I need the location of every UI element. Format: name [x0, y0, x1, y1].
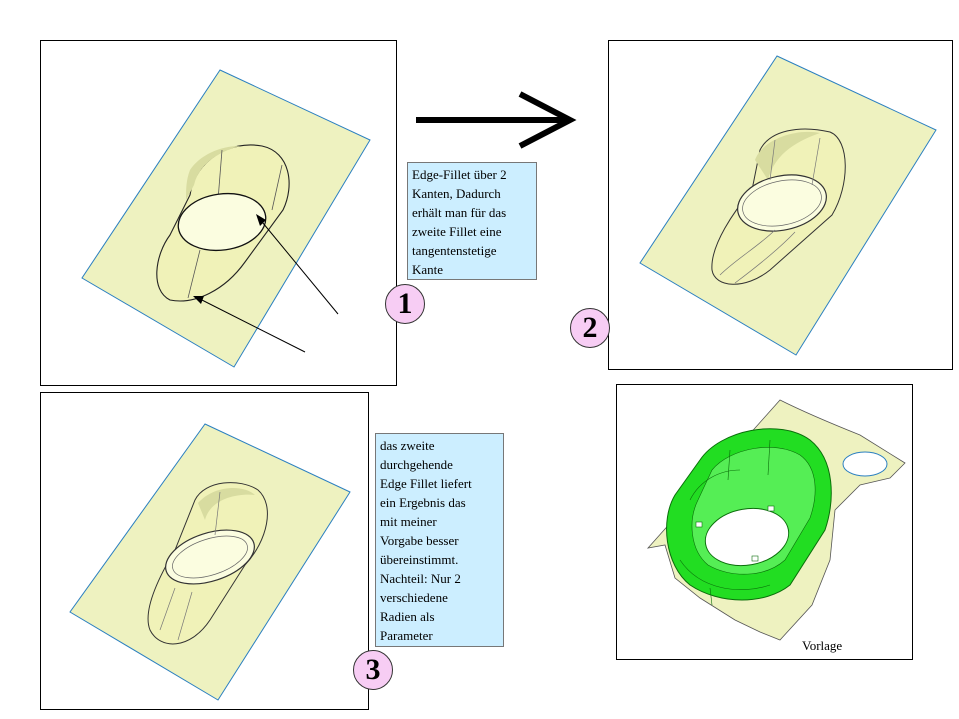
- step-badge-1: 1: [385, 284, 425, 324]
- process-arrow: [416, 91, 577, 149]
- note-line: tangentenstetige: [412, 243, 497, 258]
- pointer-arrow-top: [257, 216, 339, 315]
- step-badge-3: 3: [353, 650, 393, 690]
- step-1-model: [81, 69, 371, 368]
- note-line: Nachteil: Nur 2: [380, 571, 461, 586]
- note-line: mit meiner: [380, 514, 437, 529]
- note-line: übereinstimmt.: [380, 552, 459, 567]
- note-line: ein Ergebnis das: [380, 495, 466, 510]
- note-line: Kante: [412, 262, 444, 277]
- note-line: Edge-Fillet über 2: [412, 167, 507, 182]
- step-3-model: [69, 423, 351, 701]
- note-line: Kanten, Dadurch: [412, 186, 501, 201]
- note-second-fillet: das zweite durchgehende Edge Fillet lief…: [375, 433, 504, 647]
- note-line: Radien als: [380, 609, 435, 624]
- reference-caption: Vorlage: [802, 638, 843, 653]
- cavity-top-face: [177, 192, 267, 252]
- note-line: Edge Fillet liefert: [380, 476, 472, 491]
- note-line: erhält man für das: [412, 205, 507, 220]
- step-2-model: [639, 55, 937, 356]
- note-edge-fillet-two-edges: Edge-Fillet über 2 Kanten, Dadurch erhäl…: [407, 162, 537, 280]
- pointer-arrow-bottom: [195, 296, 306, 353]
- reference-hole: [842, 451, 888, 477]
- note-line: durchgehende: [380, 457, 453, 472]
- note-line: das zweite: [380, 438, 435, 453]
- step-badge-2: 2: [570, 308, 610, 348]
- note-line: Vorgabe besser: [380, 533, 459, 548]
- reference-opening: [704, 507, 790, 567]
- note-line: verschiedene: [380, 590, 448, 605]
- note-line: Parameter: [380, 628, 433, 643]
- note-line: zweite Fillet eine: [412, 224, 502, 239]
- reference-model: [646, 399, 906, 641]
